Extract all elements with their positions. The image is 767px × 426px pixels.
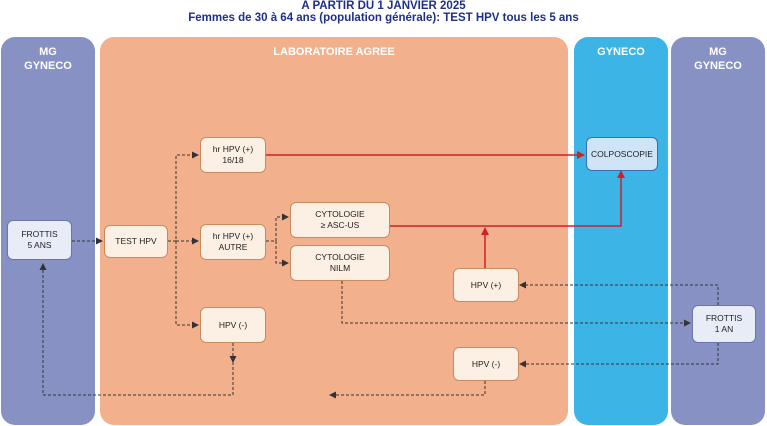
arrow-frottis1an-to-hpvpos [519,281,719,305]
arrow-test-to-hr1618 [168,151,199,242]
lane-mg-right-line2: GYNECO [694,60,742,72]
hr1618-line1: hr HPV (+) [212,144,254,154]
node-hr-hpv-16-18: hr HPV (+) 16/18 [200,137,266,173]
lane-gyneco-header: GYNECO [597,46,645,58]
cytonilm-line2: NILM [329,263,351,273]
lane-mg-right-line1: MG [709,46,727,58]
arrow-cytoasc-to-colposcopie [390,170,625,227]
node-test-hpv: TEST HPV [104,225,168,258]
arrow-nilm-to-frottis1an [341,281,691,327]
arrow-hpvneg1an-to-return [329,381,486,399]
lane-lab-header: LABORATOIRE AGREE [273,46,395,58]
hpvneg-lab-label: HPV (-) [218,319,248,330]
frottis1an-line2: 1 AN [714,324,734,334]
arrow-test-to-hpvneg [175,241,199,329]
frottis5-line1: FROTTIS [21,229,58,239]
lane-mg-left-line1: MG [39,46,57,58]
test-hpv-label: TEST HPV [115,236,157,246]
node-hpv-negatif-lab: HPV (-) [200,307,266,343]
hr1618-line2: 16/18 [222,155,244,165]
node-cytologie-asc-us: CYTOLOGIE ≥ ASC-US [290,202,390,238]
colposcopie-label: COLPOSCOPIE [591,148,653,159]
arrow-hrautre-to-cytonilm [275,241,289,267]
arrow-hrautre-to-cytoasc [266,213,289,242]
arrow-return-to-frottis5 [39,263,234,396]
cytoasc-line2: ≥ ASC-US [320,220,360,230]
node-cytologie-nilm: CYTOLOGIE NILM [290,245,390,281]
node-hpv-positif-1an: HPV (+) [453,268,519,302]
node-hr-hpv-autre: hr HPV (+) AUTRE [200,224,266,260]
frottis1an-line1: FROTTIS [705,313,743,323]
hrautre-line2: AUTRE [218,242,248,252]
lane-gyneco: GYNECO [574,37,668,425]
node-frottis-1-an: FROTTIS 1 AN [692,305,756,343]
lane-mg-left-header: MG GYNECO [1,45,95,73]
diagram-title: A PARTIR DU 1 JANVIER 2025 [301,0,466,12]
hpvpos-1an-label: HPV (+) [470,279,502,290]
lane-mg-left-line2: GYNECO [24,60,72,72]
node-colposcopie: COLPOSCOPIE [586,137,658,171]
cytonilm-line1: CYTOLOGIE [315,252,365,262]
hrautre-line1: hr HPV (+) [212,231,254,241]
arrow-frottis1an-to-hpvneg [519,343,719,368]
lane-mg-right-header: MG GYNECO [671,45,765,73]
hpvneg-1an-label: HPV (-) [471,358,501,369]
node-hpv-negatif-1an: HPV (-) [453,347,519,381]
frottis5-line2: 5 ANS [27,240,52,250]
diagram-subtitle: Femmes de 30 à 64 ans (population généra… [188,12,579,24]
node-frottis-5-ans: FROTTIS 5 ANS [7,220,72,260]
cytoasc-line1: CYTOLOGIE [315,209,365,219]
